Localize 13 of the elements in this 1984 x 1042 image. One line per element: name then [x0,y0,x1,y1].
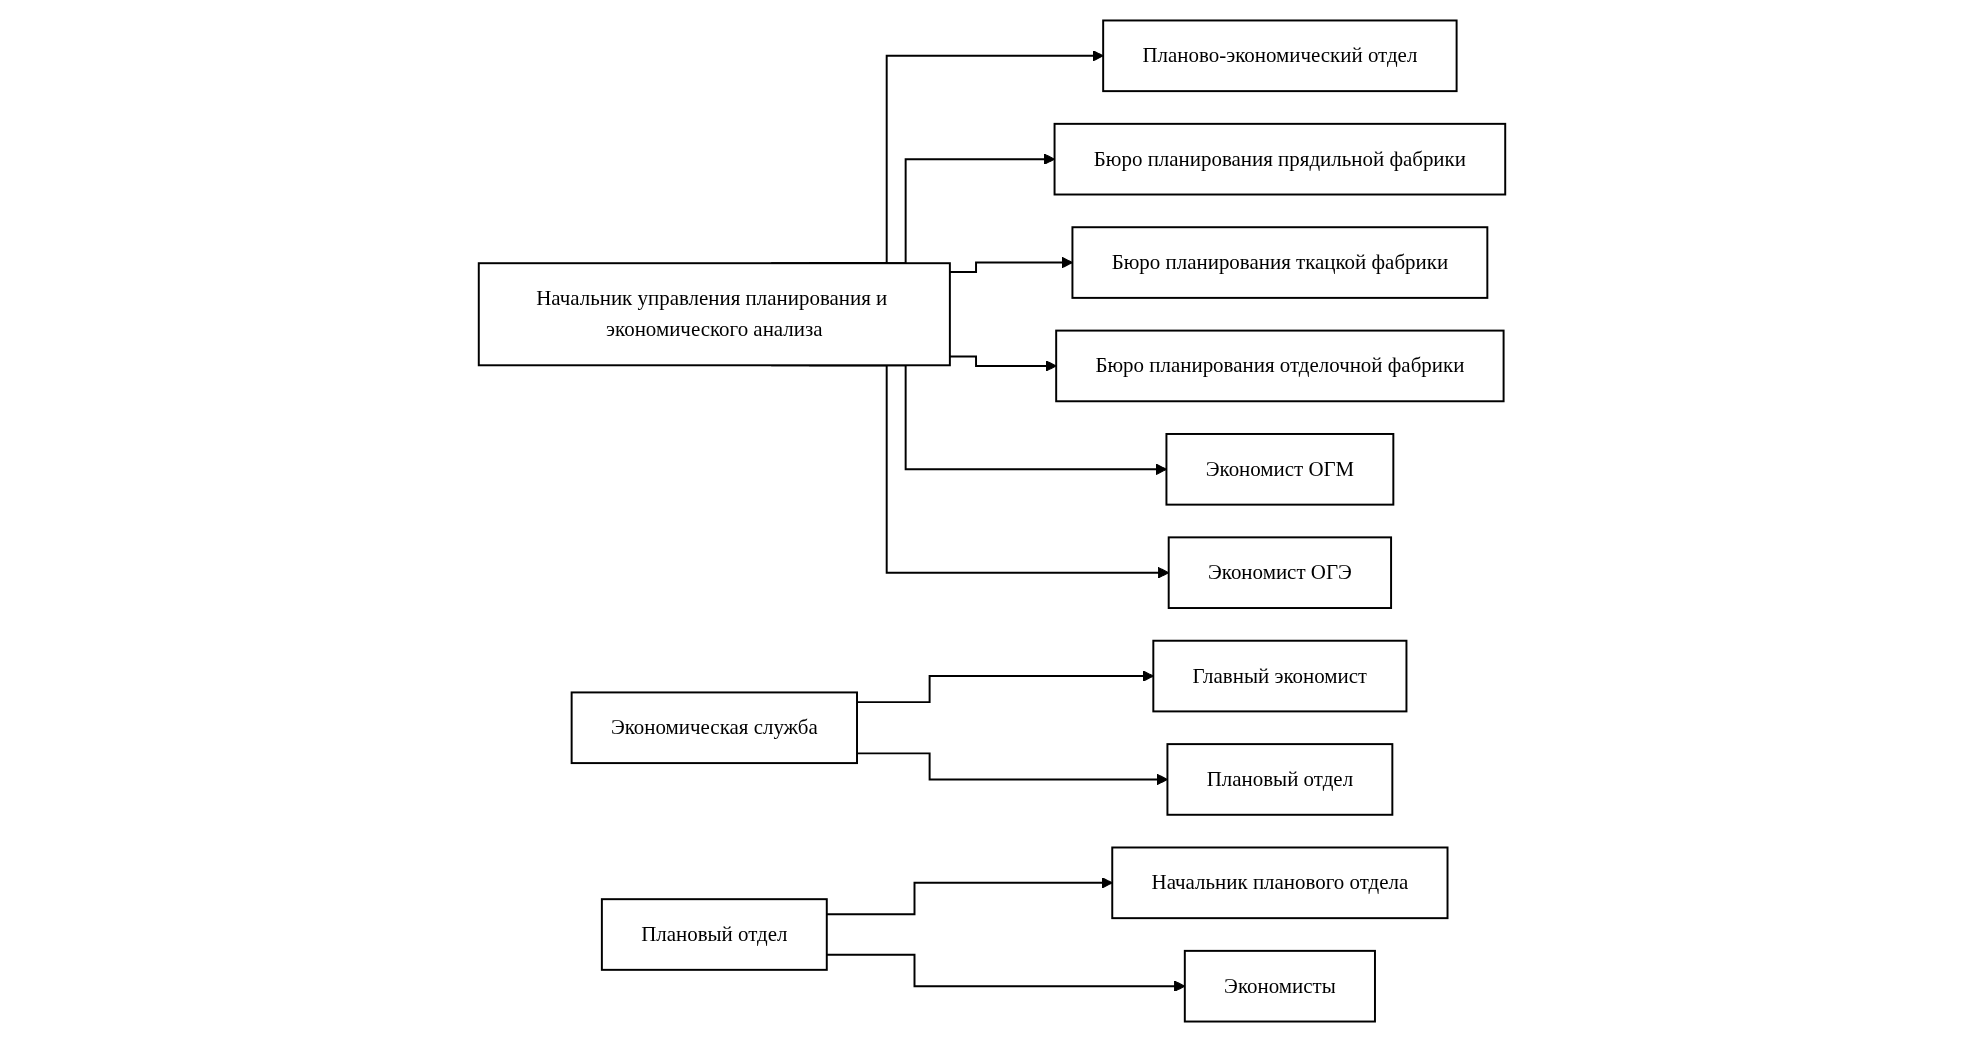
node-box: Плановый отдел [600,898,828,971]
node-box: Начальник управления планирования и экономического анализа [477,262,951,367]
node-box: Планово-экономический отдел [1102,19,1458,93]
node-box: Плановый отдел [1166,743,1394,816]
node-box: Бюро планирования прядильной фабрики [1053,122,1507,196]
node-box: Экономисты [1183,949,1376,1023]
node-box: Бюро планирования ткацкой фабрики [1071,226,1489,299]
node-box: Бюро планирования отделочной фабрики [1055,329,1505,403]
node-box: Экономист ОГМ [1165,433,1395,506]
node-box: Начальник планового отдела [1111,846,1449,920]
node-box: Экономист ОГЭ [1167,536,1393,609]
node-box: Главный экономист [1152,639,1408,713]
node-box: Экономическая служба [570,691,858,765]
